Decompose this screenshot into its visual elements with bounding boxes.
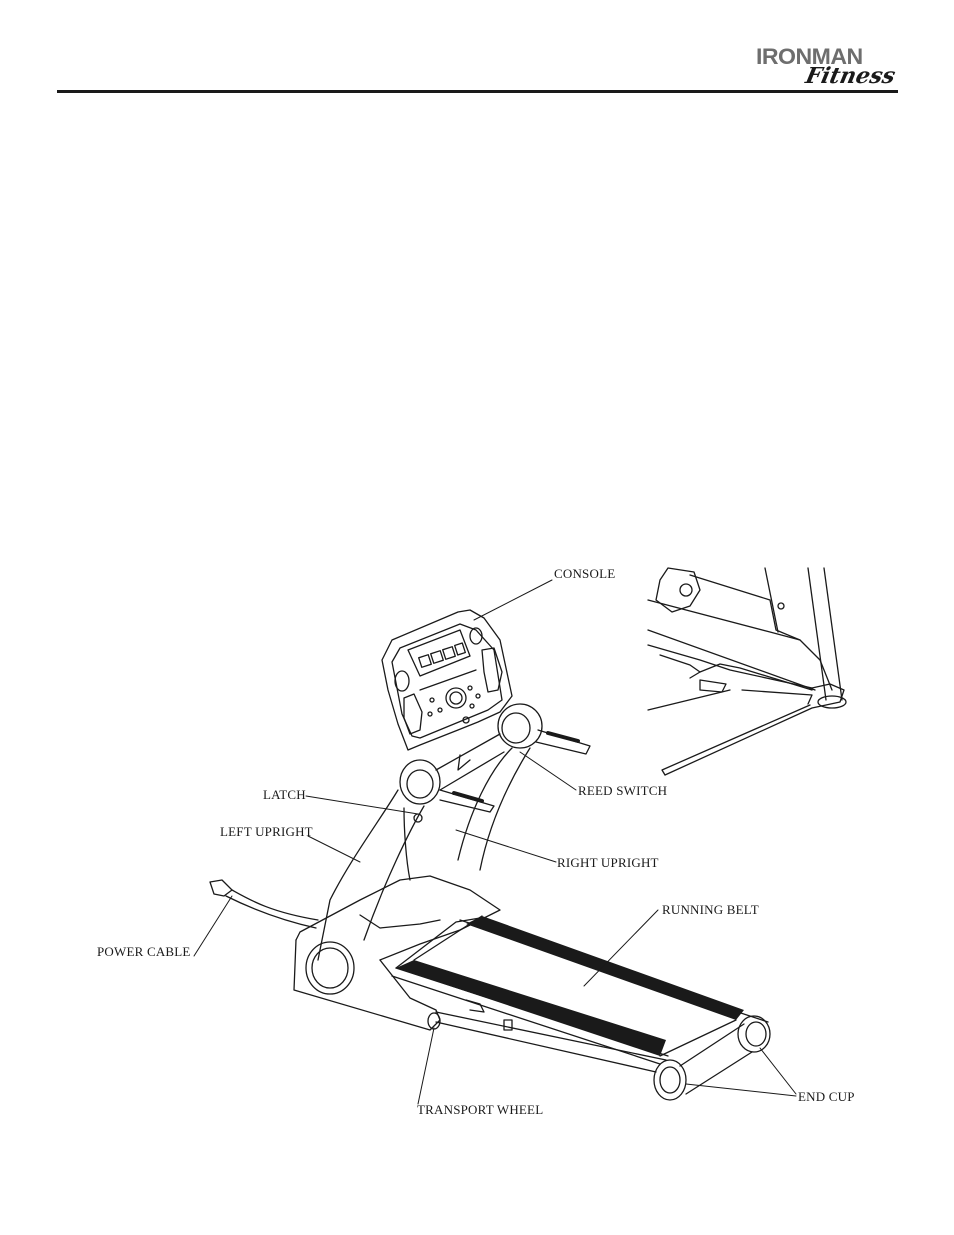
- label-left-upright: LEFT UPRIGHT: [220, 824, 313, 839]
- label-reed-switch: REED SWITCH: [578, 783, 667, 798]
- detail-inset: [648, 568, 846, 775]
- uprights-shape: [318, 704, 590, 960]
- label-end-cup: END CUP: [798, 1089, 855, 1104]
- label-power-cable: POWER CABLE: [97, 944, 191, 959]
- console-shape: [382, 610, 512, 750]
- label-transport-wheel: TRANSPORT WHEEL: [417, 1102, 543, 1117]
- label-console: CONSOLE: [554, 566, 615, 581]
- label-right-upright: RIGHT UPRIGHT: [557, 855, 659, 870]
- label-running-belt: RUNNING BELT: [662, 902, 759, 917]
- label-latch: LATCH: [263, 787, 306, 802]
